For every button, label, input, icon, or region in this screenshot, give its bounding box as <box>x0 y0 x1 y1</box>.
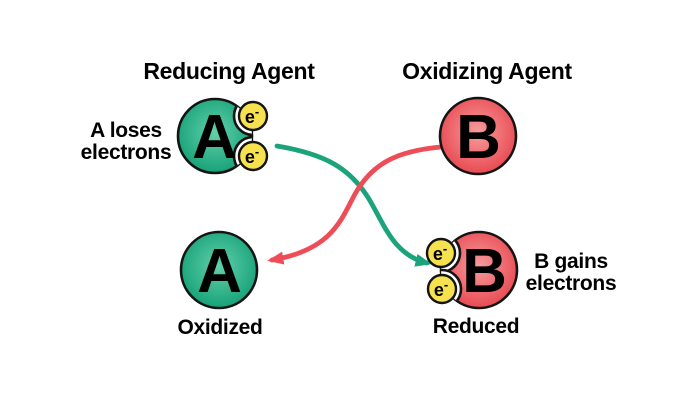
reducing-agent-group: Reducing Agent A loses electrons e- e- A <box>81 58 316 175</box>
a-loses-label-line2: electrons <box>81 141 172 164</box>
oxidized-caption: Oxidized <box>177 316 262 339</box>
atom-b-oxidizing-circle <box>438 96 518 176</box>
b-gains-label-line1: B gains <box>534 250 608 273</box>
reducing-agent-title: Reducing Agent <box>143 58 315 84</box>
a-loses-label-line1: A loses <box>90 119 162 142</box>
electron-label: e- <box>434 277 448 300</box>
atom-b-letter: B <box>456 103 500 172</box>
atom-a-letter: A <box>192 103 236 172</box>
electron-icon <box>426 273 458 305</box>
red-arrow-b-to-a <box>267 144 444 265</box>
electron-icon <box>237 140 269 172</box>
oxidizing-agent-group: Oxidizing Agent B <box>402 58 573 176</box>
atom-a-oxidized-circle <box>179 230 259 310</box>
electron-label: e- <box>245 144 259 167</box>
reduced-caption: Reduced <box>433 315 520 338</box>
reduced-group: e- e- B Reduced B gains electrons <box>425 230 617 338</box>
green-arrow-a-to-b <box>274 143 432 267</box>
oxidized-group: A Oxidized <box>177 230 263 339</box>
electron-label: e- <box>245 104 259 127</box>
oxidizing-agent-title: Oxidizing Agent <box>402 58 572 84</box>
electron-icon <box>425 237 457 269</box>
atom-b-reduced-letter: B <box>462 237 506 306</box>
electron-icon <box>237 100 269 132</box>
b-gains-label-line2: electrons <box>526 272 617 295</box>
electron-label: e- <box>433 241 447 264</box>
atom-a-oxidized-letter: A <box>197 237 241 306</box>
